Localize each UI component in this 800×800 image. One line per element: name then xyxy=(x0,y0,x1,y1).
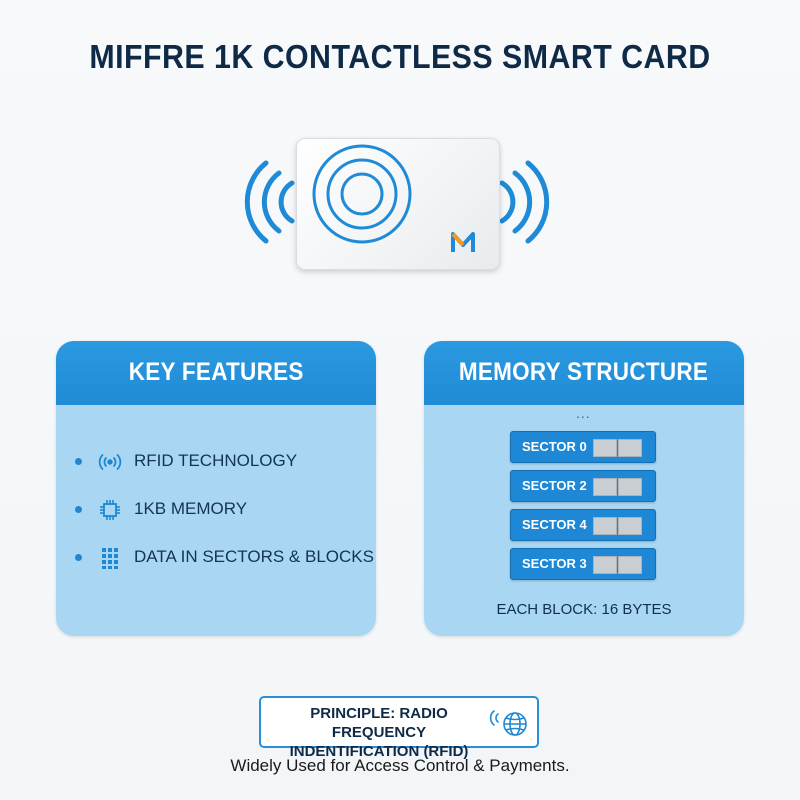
memory-block xyxy=(618,478,642,496)
feature-rfid: RFID TECHNOLOGY xyxy=(56,445,376,493)
feature-memory: 1KB MEMORY xyxy=(56,493,376,541)
sector-row: SECTOR 2 xyxy=(510,470,656,502)
features-list: RFID TECHNOLOGY 1KB MEMORY xyxy=(56,445,376,589)
page-title: MIFFRE 1K CONTACTLESS SMART CARD xyxy=(89,38,711,75)
grid-blocks-icon xyxy=(102,548,118,569)
feature-label: DATA IN SECTORS & BLOCKS xyxy=(134,547,374,566)
memory-block xyxy=(618,556,642,574)
chip-icon xyxy=(100,500,120,520)
card-logo-icon xyxy=(451,232,475,252)
globe-rfid-icon xyxy=(489,710,527,736)
sector-label: SECTOR 2 xyxy=(522,478,587,493)
card-antenna-icon xyxy=(312,144,475,252)
bullet xyxy=(75,554,82,561)
memory-block xyxy=(593,478,617,496)
memory-block xyxy=(593,439,617,457)
feature-label: 1KB MEMORY xyxy=(134,499,248,518)
sector-label: SECTOR 4 xyxy=(522,517,587,532)
memory-block xyxy=(618,439,642,457)
feature-sectors: DATA IN SECTORS & BLOCKS xyxy=(56,541,376,589)
key-features-heading: KEY FEATURES xyxy=(56,341,376,405)
memory-structure-panel: MEMORY STRUCTURE ... SECTOR 0 SECTOR 2 S… xyxy=(424,341,744,636)
principle-box: PRINCIPLE: RADIO FREQUENCY INDENTIFICATI… xyxy=(259,696,539,760)
sector-label: SECTOR 0 xyxy=(522,439,587,454)
key-features-panel: KEY FEATURES RFID TECHNOLOGY xyxy=(56,341,376,636)
rfid-waves-icon xyxy=(98,454,122,470)
sector-row: SECTOR 3 xyxy=(510,548,656,580)
ellipsis: ... xyxy=(576,405,591,421)
bullet xyxy=(75,458,82,465)
memory-structure-heading: MEMORY STRUCTURE xyxy=(424,341,744,405)
principle-line-2: INDENTIFICATION (RFID) xyxy=(289,743,469,760)
sector-row: SECTOR 4 xyxy=(510,509,656,541)
principle-text: PRINCIPLE: RADIO FREQUENCY INDENTIFICATI… xyxy=(269,704,489,761)
bullet xyxy=(75,506,82,513)
sector-row: SECTOR 0 xyxy=(510,431,656,463)
footer-caption: Widely Used for Access Control & Payment… xyxy=(230,756,570,775)
sector-label: SECTOR 3 xyxy=(522,556,587,571)
memory-block xyxy=(593,556,617,574)
feature-label: RFID TECHNOLOGY xyxy=(134,451,298,470)
memory-block xyxy=(618,517,642,535)
block-size-note: EACH BLOCK: 16 BYTES xyxy=(496,601,672,618)
principle-line-1: PRINCIPLE: RADIO FREQUENCY xyxy=(310,705,448,741)
rfid-signal-waves-icon xyxy=(244,160,550,244)
memory-block xyxy=(593,517,617,535)
smart-card-illustration xyxy=(296,138,500,270)
